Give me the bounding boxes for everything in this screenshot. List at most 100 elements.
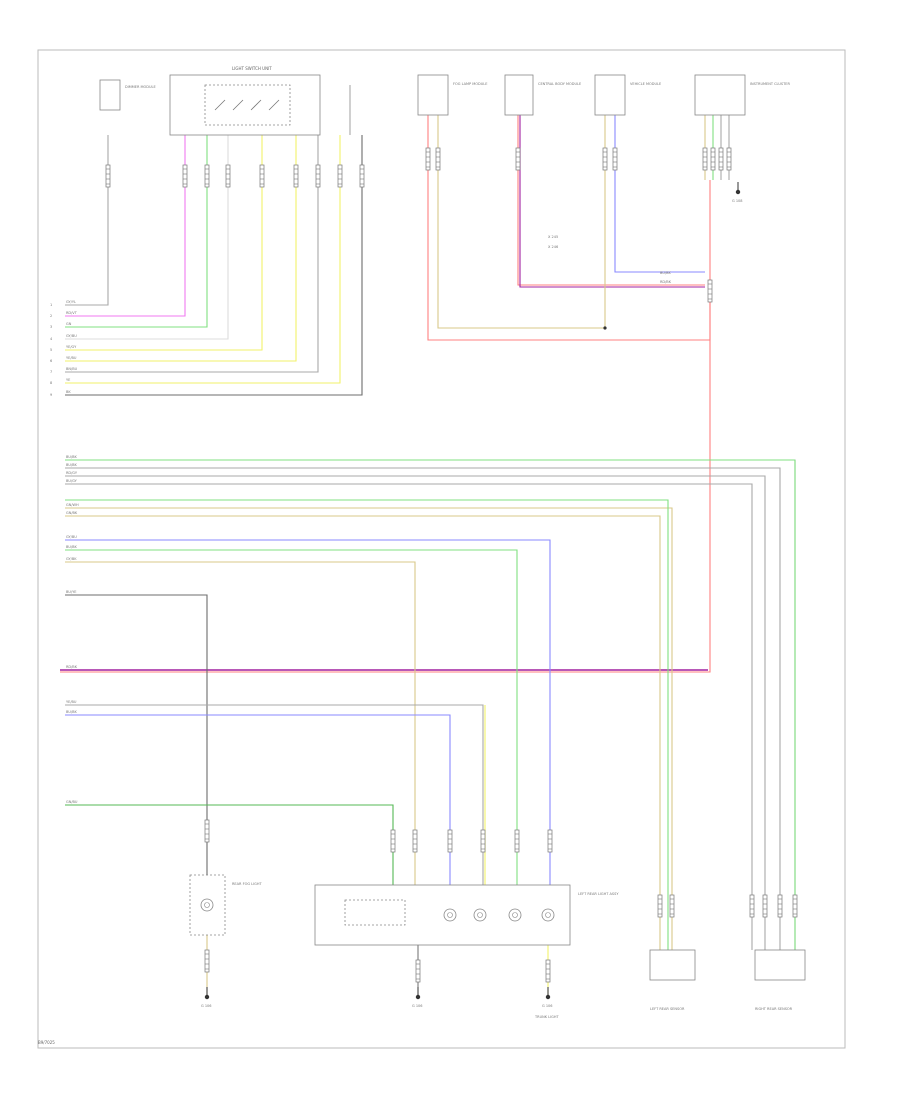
light-switch-inner [204,84,291,126]
light-switch-label: LIGHT SWITCH UNIT [232,66,272,71]
wire-label-group-3: GY/BU [66,535,77,539]
wire-group-2 [65,467,781,950]
tail-lamp-filament [512,912,518,918]
connector [612,147,618,171]
wire-label-group-3: BU/BK [66,545,78,549]
wire-4 [65,135,263,351]
wire-label-group-1: GY/YL [66,300,76,304]
wire-label-group-1: GY/BU [66,334,77,338]
instrument_cluster-box [694,74,746,116]
wire-8 [65,135,363,396]
dimmer-label: DIMMER MODULE [125,85,156,89]
connector [225,164,231,188]
pin-number: 3 [50,325,52,329]
pin-number: 9 [50,393,52,397]
connector [702,147,708,171]
fog_lamp_module-box [417,74,449,116]
trunk-light-label: TRUNK LIGHT [534,1015,559,1019]
pin-number: 4 [50,337,53,341]
connector [792,894,798,918]
wire-2 [65,135,208,328]
wire-pink-loop [427,115,711,341]
vehicle_module-box [594,74,626,116]
switch-contact [250,99,262,111]
wire-green-bottom [65,804,394,885]
connector [545,959,551,983]
connector [710,147,716,171]
wire-label-group-1: RD/VT [66,311,78,315]
connector [293,164,299,188]
tail-lamp [508,908,522,922]
ground-symbol [735,189,741,195]
ground-symbol [415,994,421,1000]
mid-wire-label: BU/BK [660,271,672,275]
wire-violet-top [519,115,705,288]
wire-green-mid [65,499,669,950]
wire-gray-trunk [65,594,208,875]
pin-number: 6 [50,359,52,363]
wire-group-2 [65,483,753,950]
tail-lamp-filament [545,912,551,918]
wire-label-group-1: YE/BU [66,356,77,360]
legend-entry: X 245 [548,235,558,239]
wire-pink-long [60,180,711,673]
switch-contact [232,99,244,111]
instrument_cluster-label: INSTRUMENT CLUSTER [750,82,790,86]
wire-tan-top [437,115,605,329]
ground-label: G 108 [732,199,743,203]
wire-group-3 [65,549,518,885]
wire-label-single: BU/YE [66,590,77,594]
connector [204,949,210,973]
ground-symbol [545,994,551,1000]
connector [762,894,768,918]
rear-fog-light-label: REAR FOG LIGHT [232,882,263,886]
connector [412,829,418,853]
tail-lamp [473,908,487,922]
connector [749,894,755,918]
connector [707,279,713,303]
ground-label: G 106 [542,1004,553,1008]
legend-entry: X 246 [548,245,558,249]
connector [602,147,608,171]
wire-1 [65,135,186,317]
wire-label-single: RD/BK [66,665,78,669]
connector [657,894,663,918]
wire-label-single: GN/BU [66,800,78,804]
wire-label-group-2: GN/WH [66,503,79,507]
diagram-frame [37,49,846,1049]
connector [718,147,724,171]
connector [515,147,521,171]
tail-lamp-filament [477,912,483,918]
connector [547,829,553,853]
wire-group-3 [65,561,416,885]
connector [480,829,486,853]
left-rear-light-label: LEFT REAR LIGHT ASSY [578,892,619,896]
wire-group-4 [65,714,451,885]
connector [777,894,783,918]
connector [425,147,431,171]
central_body_module-label: CENTRAL BODY MODULE [538,82,581,86]
tail-lamp [541,908,555,922]
vehicle_module-label: VEHICLE MODULE [630,82,661,86]
wire-5 [65,135,297,362]
connector [447,829,453,853]
pin-number: 2 [50,314,52,318]
fog_lamp_module-label: FOG LAMP MODULE [453,82,487,86]
connector [204,164,210,188]
rear-fog-lamp-filament [204,902,210,908]
wire-label-group-2: RD/GY [66,471,78,475]
wire-label-group-1: YE [66,378,70,382]
connector [259,164,265,188]
pin-number: 7 [50,370,52,374]
left-rear-light-box [314,884,571,946]
connector [514,829,520,853]
connector [359,164,365,188]
connector [669,894,675,918]
wire-0 [65,135,109,306]
right-rear-sensor-label: RIGHT REAR SENSOR [755,1007,793,1011]
rear-fog-light-box [189,874,226,936]
wire-label-group-4: YE/BU [66,700,77,704]
connector [415,959,421,983]
wire-label-group-4: BU/BK [66,710,78,714]
